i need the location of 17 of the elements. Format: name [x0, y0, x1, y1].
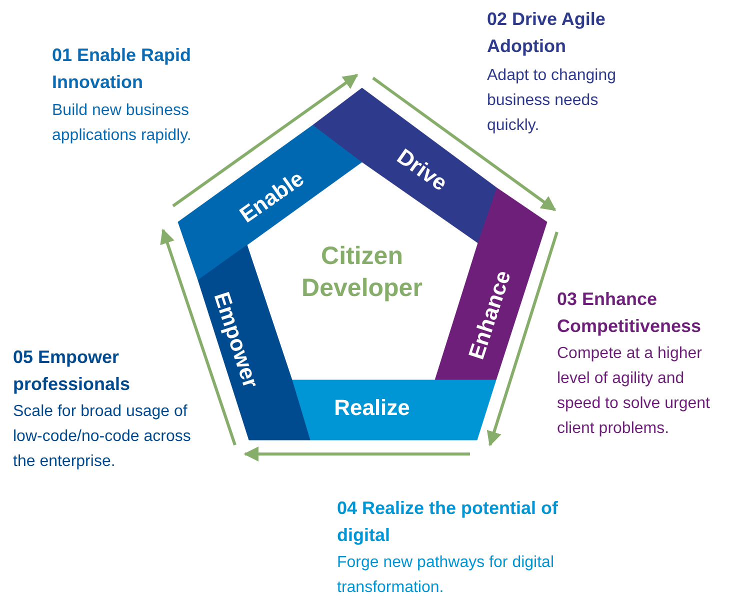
description: Scale for broad usage of low-code/no-code across the enterprise.	[13, 402, 192, 472]
cycle-arrow	[486, 232, 558, 446]
heading: 04 Realize the potential of digital	[337, 497, 560, 547]
description: Compete at a higher level of agility and speed to solve urgent client problems.	[557, 344, 711, 439]
cycle-arrow	[372, 76, 556, 212]
cycle-arrow	[244, 446, 470, 462]
description: Forge new pathways for digital transformation.	[337, 553, 555, 598]
heading: 01 Enable Rapid Innovation	[52, 44, 192, 94]
description: Build new business applications rapidly.	[52, 101, 192, 146]
heading: 05 Empower professionals	[13, 346, 132, 396]
heading: 02 Drive Agile Adoption	[487, 8, 606, 58]
cycle-arrow	[160, 228, 236, 446]
cycle-arrow	[172, 74, 358, 208]
segment-label: Realize	[334, 397, 410, 419]
description: Adapt to changing business needs quickly.	[487, 66, 617, 136]
heading: 03 Enhance Competitiveness	[557, 288, 702, 338]
center-title: Citizen Developer	[300, 241, 424, 304]
